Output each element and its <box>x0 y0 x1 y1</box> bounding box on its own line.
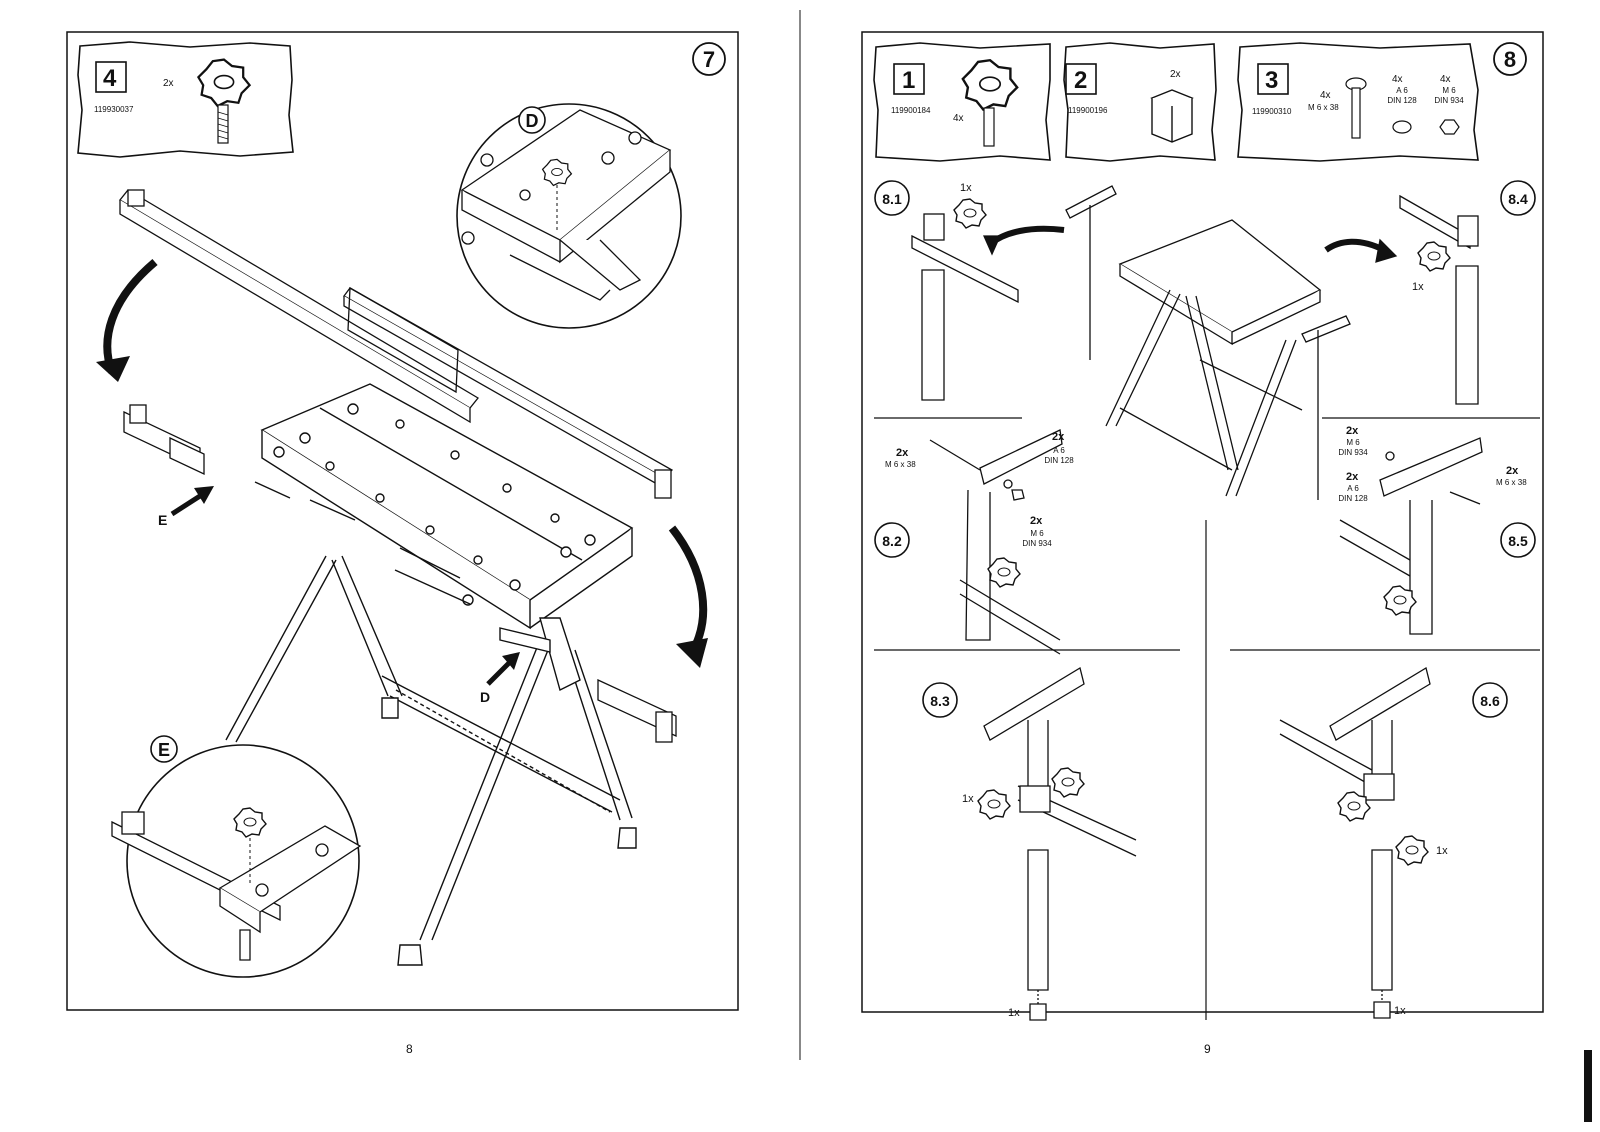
nut-qty: 4x <box>1440 74 1451 85</box>
parts-box-3-number: 3 <box>1265 67 1278 94</box>
illustration-8-1 <box>911 198 1065 401</box>
substep-8-1-badge: 8.1 <box>874 180 910 216</box>
step-8-number: 8 <box>1504 47 1516 72</box>
detail-e-label: E <box>158 740 170 760</box>
substep-8-6-label: 8.6 <box>1480 693 1500 709</box>
parts-box-2-code: 119900196 <box>1068 106 1108 115</box>
s85-washer-spec-1: A 6 <box>1347 484 1359 493</box>
arrow-d: D <box>480 652 520 705</box>
detail-circle-e: E <box>111 735 362 978</box>
s85-washer-spec-2: DIN 128 <box>1338 494 1368 503</box>
square-cap-icon <box>1150 89 1194 143</box>
arrow-e: E <box>158 486 214 528</box>
step-7-badge: 7 <box>692 42 726 76</box>
right-page-number: 9 <box>1204 1042 1211 1056</box>
detail-d-label: D <box>526 111 539 131</box>
workbench-legs <box>225 555 637 966</box>
substep-8-3-badge: 8.3 <box>922 682 958 718</box>
s82-bolt-qty: 2x <box>896 447 909 459</box>
washer-spec-1: A 6 <box>1396 86 1408 95</box>
detail-circle-d: D <box>456 103 682 329</box>
parts-box-3-code: 119900310 <box>1252 107 1292 116</box>
bolt-spec: M 6 x 38 <box>1308 103 1339 112</box>
parts-box-4-code: 119930037 <box>94 105 134 114</box>
nut-spec-2: DIN 934 <box>1434 96 1464 105</box>
parts-box-4-number: 4 <box>103 65 117 92</box>
s82-washer-spec-2: DIN 128 <box>1044 456 1074 465</box>
s86-cap-qty: 1x <box>1394 1005 1406 1017</box>
parts-box-2-quantity: 2x <box>1170 69 1181 80</box>
left-page-number: 8 <box>406 1042 413 1056</box>
parts-box-1: 1 119900184 4x <box>873 42 1051 162</box>
right-page: 1 119900184 4x 2 119900196 2x 3 11990031… <box>861 31 1544 1021</box>
left-bracket-part <box>123 404 205 476</box>
illustration-8-5 <box>1339 437 1483 635</box>
s85-nut-qty: 2x <box>1346 425 1359 437</box>
s84-qty: 1x <box>1412 281 1424 293</box>
s82-washer-qty: 2x <box>1052 431 1065 443</box>
hex-nut-icon <box>1439 119 1460 135</box>
washer-qty: 4x <box>1392 74 1403 85</box>
s85-nut-spec-2: DIN 934 <box>1338 448 1368 457</box>
carriage-bolt-icon <box>1345 77 1367 139</box>
workbench-top <box>254 383 634 630</box>
s81-qty: 1x <box>960 182 972 194</box>
top-rail-part <box>119 189 479 424</box>
arrow-d-label: D <box>480 689 490 705</box>
step-7-number: 7 <box>703 47 715 72</box>
substep-8-4-label: 8.4 <box>1508 191 1528 207</box>
substep-8-6-badge: 8.6 <box>1472 682 1508 718</box>
arrow-e-label: E <box>158 512 167 528</box>
illustration-8-2 <box>929 429 1063 655</box>
parts-box-1-code: 119900184 <box>891 106 931 115</box>
illustration-8-4 <box>1399 194 1479 405</box>
parts-box-2-number: 2 <box>1074 67 1087 94</box>
illustration-8-3 <box>977 666 1137 1021</box>
parts-box-1-number: 1 <box>902 67 915 94</box>
parts-box-2: 2 119900196 2x <box>1063 42 1217 162</box>
nut-spec-1: M 6 <box>1442 86 1456 95</box>
curved-arrow-right <box>668 525 708 668</box>
right-rail-part <box>343 286 674 499</box>
edge-scan-mark <box>1584 1050 1592 1122</box>
s82-nut-qty: 2x <box>1030 515 1043 527</box>
s82-washer-spec-1: A 6 <box>1053 446 1065 455</box>
curved-arrow-left <box>96 258 158 382</box>
washer-spec-2: DIN 128 <box>1387 96 1417 105</box>
bolt-qty: 4x <box>1320 90 1331 101</box>
parts-box-3: 3 119900310 4x M 6 x 38 4x A 6 DIN 128 4… <box>1237 42 1479 162</box>
illustration-8-6 <box>1279 666 1431 1019</box>
substep-8-5-label: 8.5 <box>1508 533 1528 549</box>
s85-bolt-qty: 2x <box>1506 465 1519 477</box>
substep-8-3-label: 8.3 <box>930 693 950 709</box>
parts-box-1-quantity: 4x <box>953 113 964 124</box>
left-page-frame <box>66 31 739 1011</box>
s82-nut-spec-1: M 6 <box>1030 529 1044 538</box>
right-page-frame <box>861 31 1544 1013</box>
substep-8-2-badge: 8.2 <box>874 522 910 558</box>
right-bracket-part <box>597 678 677 743</box>
s83-knob-qty: 1x <box>962 793 974 805</box>
s83-cap-qty: 1x <box>1008 1007 1020 1019</box>
section-dividers <box>874 417 1540 1020</box>
s82-nut-spec-2: DIN 934 <box>1022 539 1052 548</box>
parts-box-4-quantity: 2x <box>163 78 174 89</box>
step-8-badge: 8 <box>1493 42 1527 76</box>
substep-8-4-badge: 8.4 <box>1500 180 1536 216</box>
s82-bolt-spec: M 6 x 38 <box>885 460 916 469</box>
s85-washer-qty: 2x <box>1346 471 1359 483</box>
substep-8-2-label: 8.2 <box>882 533 902 549</box>
s85-nut-spec-1: M 6 <box>1346 438 1360 447</box>
illustration-center-bench <box>1065 185 1398 500</box>
s86-knob-qty: 1x <box>1436 845 1448 857</box>
left-page: 4 2x 119930037 7 <box>66 31 739 1011</box>
lock-washer-icon <box>1392 120 1412 134</box>
substep-8-1-label: 8.1 <box>882 191 902 207</box>
parts-box-4: 4 2x 119930037 <box>77 41 294 158</box>
substep-8-5-badge: 8.5 <box>1500 522 1536 558</box>
s85-bolt-spec: M 6 x 38 <box>1496 478 1527 487</box>
